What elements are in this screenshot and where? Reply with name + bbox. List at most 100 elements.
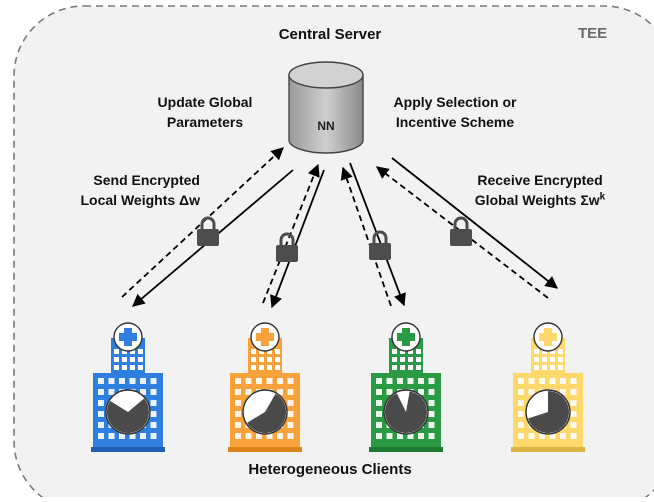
window: [267, 357, 272, 362]
window: [108, 378, 115, 384]
window: [150, 411, 157, 417]
medical-cross-icon: [113, 322, 143, 352]
window: [408, 365, 413, 370]
window: [287, 433, 294, 439]
update-global-parameters-label: Update Global Parameters: [140, 92, 270, 132]
window: [98, 389, 104, 395]
window: [119, 378, 125, 384]
window: [114, 357, 119, 362]
window: [114, 349, 119, 354]
pie-chart-icon: [525, 389, 571, 435]
hospital-base: [369, 447, 443, 452]
window: [138, 365, 143, 370]
arrow-receive-client-4: [391, 157, 558, 289]
window: [558, 349, 563, 354]
window: [528, 389, 535, 395]
hospital-base: [511, 447, 585, 452]
window: [386, 389, 393, 395]
window: [400, 357, 405, 362]
window: [245, 389, 252, 395]
window: [129, 378, 136, 384]
window: [570, 422, 577, 428]
window: [287, 400, 294, 406]
arrow-send-client-1: [121, 147, 284, 298]
pie-chart-icon: [242, 389, 288, 435]
clients-group: [91, 322, 585, 452]
window: [428, 422, 435, 428]
window: [98, 433, 104, 439]
window: [259, 357, 264, 362]
window: [408, 357, 413, 362]
window: [122, 349, 127, 354]
window: [108, 389, 115, 395]
window: [140, 389, 146, 395]
receive-label-line1: Receive Encrypted: [477, 172, 603, 188]
hospital-client-2: [228, 322, 302, 452]
lock-icon: [276, 232, 298, 262]
medical-cross-icon: [533, 322, 563, 352]
window: [542, 349, 547, 354]
hospital-client-1: [91, 322, 165, 452]
window: [287, 378, 294, 384]
window: [407, 433, 414, 439]
window: [277, 378, 283, 384]
apply-selection-label: Apply Selection or Incentive Scheme: [380, 92, 530, 132]
window: [418, 433, 424, 439]
window: [542, 365, 547, 370]
window: [539, 378, 545, 384]
send-encrypted-label: Send Encrypted Local Weights Δw: [50, 170, 201, 210]
window: [138, 357, 143, 362]
window: [98, 378, 104, 384]
lock-icon: [369, 230, 391, 260]
window: [570, 378, 577, 384]
medical-cross-icon: [250, 322, 280, 352]
window: [259, 349, 264, 354]
window: [428, 389, 435, 395]
window: [558, 365, 563, 370]
pie-slice-dark: [106, 398, 149, 433]
window: [518, 422, 524, 428]
window: [376, 422, 382, 428]
window: [397, 433, 403, 439]
window: [416, 357, 421, 362]
pie-chart-icon: [383, 389, 429, 435]
window: [539, 433, 545, 439]
tee-boundary: [13, 5, 654, 502]
apply-label-line2: Incentive Scheme: [395, 114, 515, 130]
window: [98, 411, 104, 417]
window: [119, 433, 125, 439]
lock-icon: [197, 216, 219, 246]
receive-label-line2-base: Global Weights Σw: [474, 192, 600, 208]
window: [549, 378, 556, 384]
window: [140, 378, 146, 384]
update-label-line2: Parameters: [166, 114, 244, 130]
window: [275, 357, 280, 362]
window: [400, 349, 405, 354]
server-node-label: NN: [317, 119, 335, 133]
window: [277, 433, 283, 439]
window: [560, 378, 566, 384]
arrow-send-client-3: [340, 166, 392, 307]
window: [235, 411, 241, 417]
window: [392, 365, 397, 370]
window: [245, 378, 252, 384]
window: [256, 433, 262, 439]
window: [570, 400, 577, 406]
window: [550, 357, 555, 362]
window: [418, 378, 424, 384]
update-label-line1: Update Global: [157, 94, 253, 110]
window: [108, 433, 115, 439]
window: [275, 349, 280, 354]
receive-encrypted-label: Receive Encrypted Global Weights Σwk: [455, 170, 625, 210]
window: [376, 378, 382, 384]
window: [150, 378, 157, 384]
window: [266, 433, 273, 439]
window: [518, 378, 524, 384]
window: [570, 411, 577, 417]
window: [140, 433, 146, 439]
window: [251, 357, 256, 362]
window: [130, 349, 135, 354]
window: [98, 422, 104, 428]
window: [122, 357, 127, 362]
